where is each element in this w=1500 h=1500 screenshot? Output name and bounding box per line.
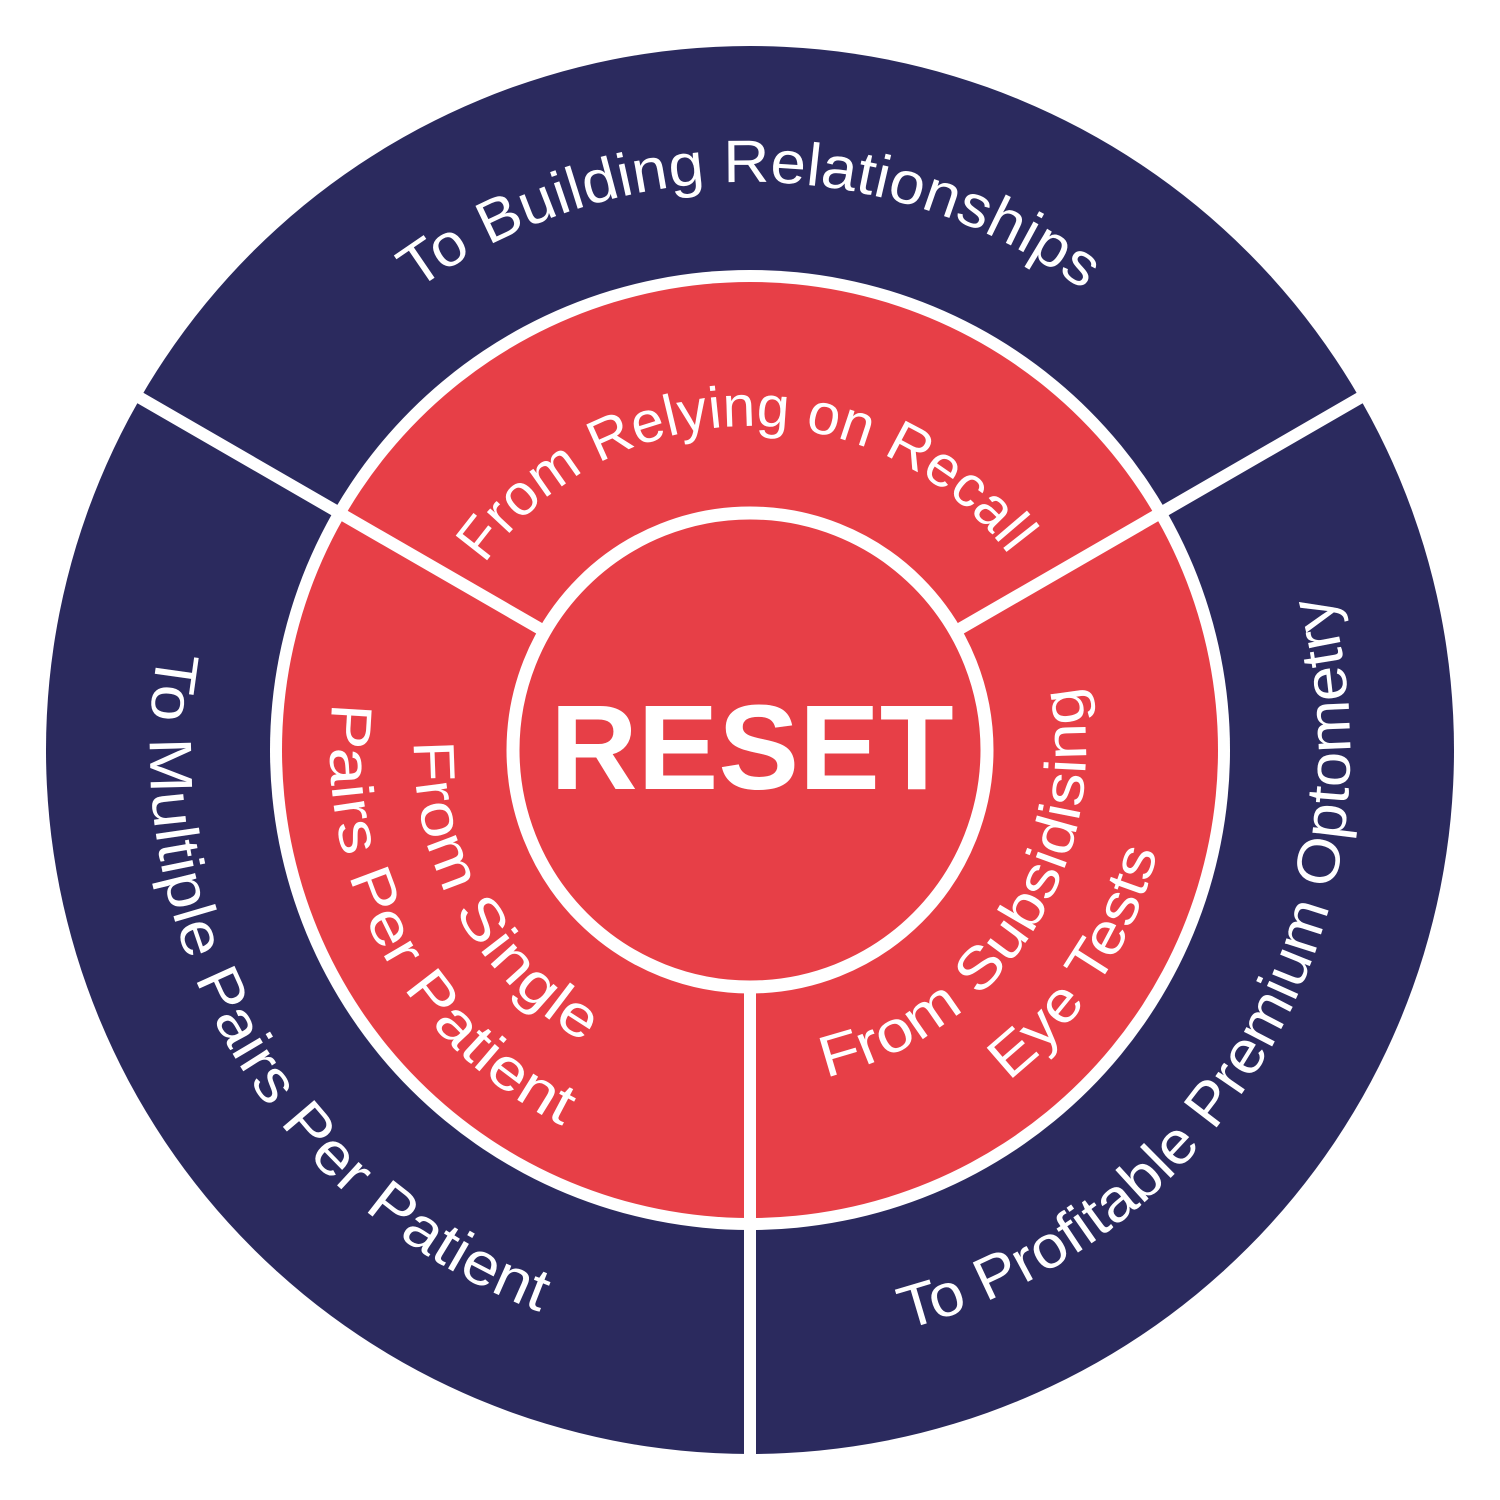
divider-line [952,384,1377,637]
center-title: RESET [550,679,953,815]
divider-line [123,384,548,637]
segment-dividers [123,384,1377,1470]
center-disc [520,520,980,980]
center-ring [506,506,994,994]
